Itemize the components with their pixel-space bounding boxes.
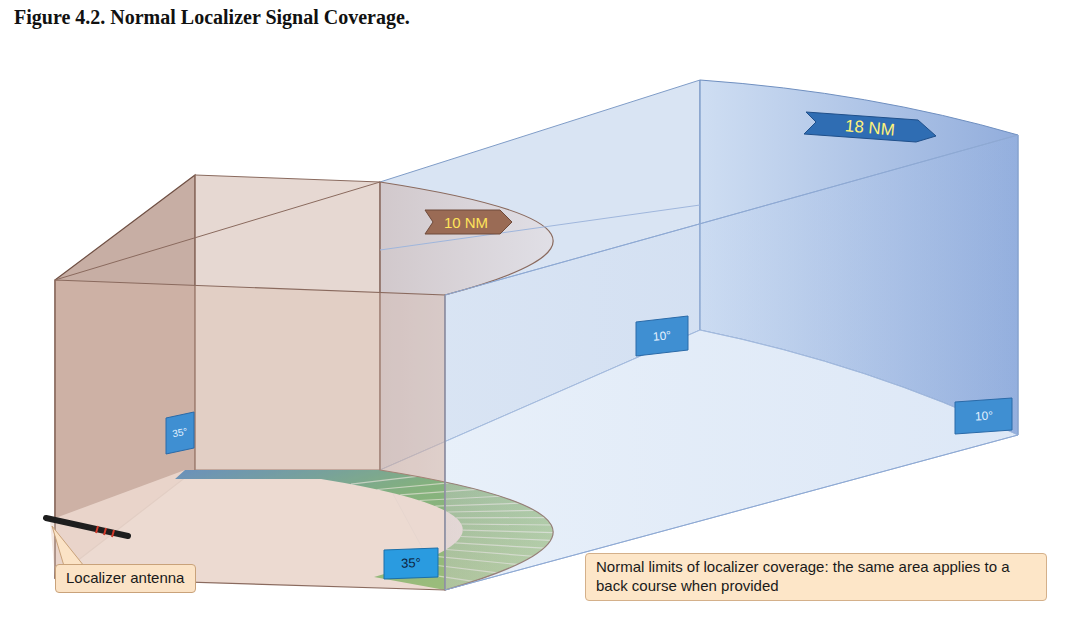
- callout-box: Localizer antenna: [55, 564, 196, 593]
- node-text: Normal limits of localizer coverage: the…: [596, 558, 1036, 596]
- callout-pointer: [52, 526, 84, 566]
- blue-inner-line: [380, 205, 700, 250]
- brown-front-face: [55, 280, 445, 590]
- angle-tag: [166, 412, 194, 454]
- angle-tag: [384, 548, 438, 579]
- distance-banner: [425, 210, 512, 234]
- antenna-stripes: [96, 526, 114, 537]
- figure-title: Figure 4.2. Normal Localizer Signal Cove…: [14, 6, 410, 29]
- node-text: Localizer antenna: [66, 569, 184, 588]
- brown-top-edge: [55, 182, 380, 280]
- angle-tag: [636, 316, 688, 356]
- distance-label: 10 NM: [444, 215, 488, 230]
- note-box: Normal limits of localizer coverage: the…: [585, 553, 1047, 601]
- angle-tag: [955, 398, 1012, 434]
- angle-label: 35°: [401, 556, 421, 570]
- angle-label: 35°: [172, 427, 189, 439]
- angle-label: 10°: [975, 410, 994, 423]
- angle-label: 10°: [652, 329, 671, 343]
- distance-banner: [804, 112, 936, 142]
- blue-near-face: [445, 135, 1018, 590]
- distance-label: 18 NM: [844, 117, 895, 138]
